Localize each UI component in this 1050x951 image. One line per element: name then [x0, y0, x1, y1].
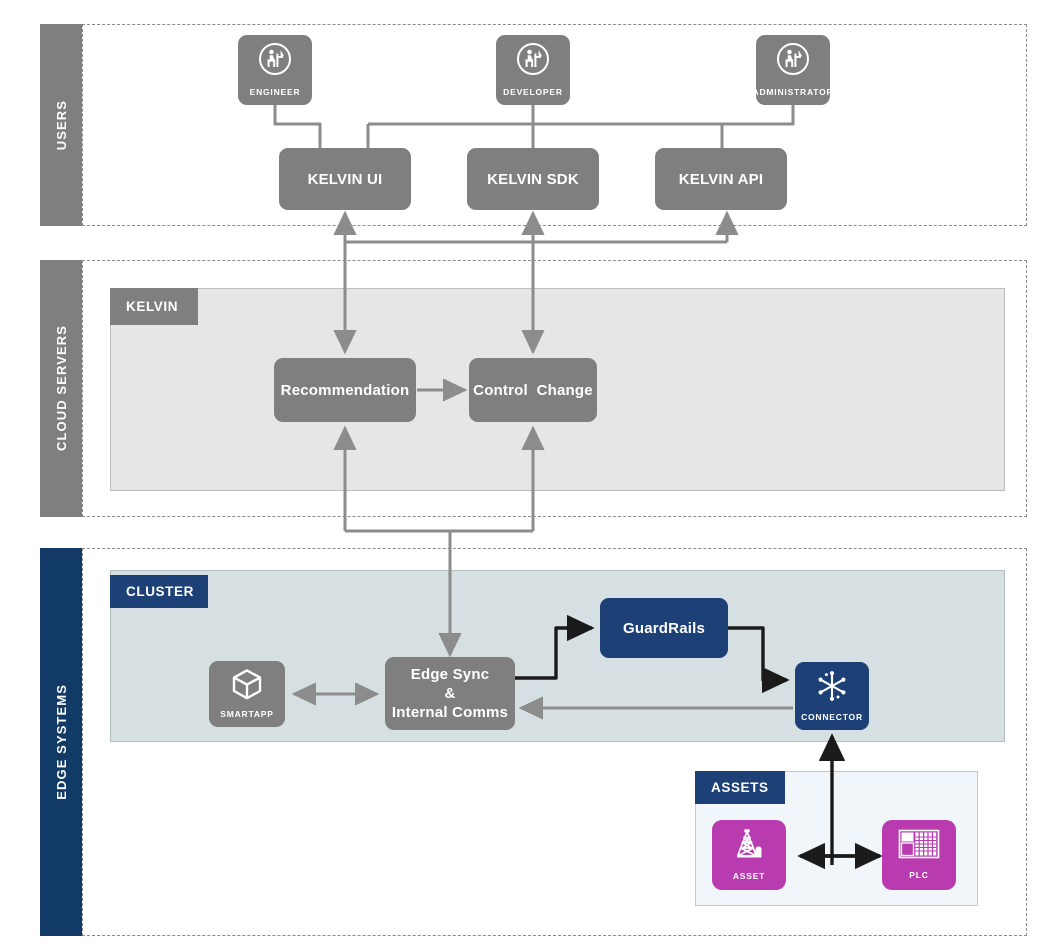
node-label-kelvin-api: KELVIN API	[678, 170, 764, 188]
node-label-edge-sync-line2: &	[444, 685, 456, 702]
node-label-kelvin-ui: KELVIN UI	[307, 170, 383, 188]
person-at-desk-icon	[773, 41, 813, 84]
lane-label-edge-systems: EDGE SYSTEMS	[53, 684, 69, 800]
lane-label-cloud-servers: CLOUD SERVERS	[53, 325, 69, 452]
node-engineer[interactable]: ENGINEER	[238, 35, 312, 105]
node-administrator[interactable]: ADMINISTRATOR	[753, 35, 833, 105]
group-label-cluster: CLUSTER	[126, 584, 194, 599]
lane-label-users: USERS	[53, 99, 69, 151]
node-label-control-change: Control Change	[473, 381, 593, 399]
group-tab-kelvin: KELVIN	[110, 288, 198, 325]
node-label-connector: CONNECTOR	[801, 712, 863, 722]
node-kelvin-ui[interactable]: KELVIN UI	[279, 148, 411, 210]
lane-frame-users	[82, 24, 1027, 226]
node-label-administrator: ADMINISTRATOR	[752, 87, 834, 97]
oil-derrick-icon	[729, 827, 769, 868]
node-label-recommendation: Recommendation	[280, 381, 410, 399]
lane-frame-edge	[82, 548, 1027, 936]
node-label-developer: DEVELOPER	[503, 87, 563, 97]
node-label-kelvin-sdk: KELVIN SDK	[487, 170, 579, 188]
node-label-plc: PLC	[909, 870, 929, 880]
node-asset[interactable]: ASSET	[712, 820, 786, 890]
node-label-edge-sync-line1: Edge Sync	[410, 666, 490, 683]
node-label-engineer: ENGINEER	[249, 87, 301, 97]
lane-bar-users: USERS	[40, 24, 82, 226]
lane-bar-cloud-servers: CLOUD SERVERS	[40, 260, 82, 517]
node-label-guardrails: GuardRails	[622, 619, 706, 637]
node-label-asset: ASSET	[732, 871, 766, 881]
node-plc[interactable]: PLC	[882, 820, 956, 890]
node-label-smartapp: SMARTAPP	[220, 709, 274, 719]
node-developer[interactable]: DEVELOPER	[496, 35, 570, 105]
plc-rack-icon	[897, 828, 941, 867]
hub-star-icon	[813, 668, 851, 709]
lane-bar-edge-systems: EDGE SYSTEMS	[40, 548, 82, 936]
node-label-edge-sync-line3: Internal Comms	[391, 704, 509, 721]
person-at-desk-icon	[513, 41, 553, 84]
node-control-change[interactable]: Control Change	[469, 358, 597, 422]
lane-frame-cloud	[82, 260, 1027, 517]
node-recommendation[interactable]: Recommendation	[274, 358, 416, 422]
group-label-assets: ASSETS	[711, 780, 769, 795]
node-connector[interactable]: CONNECTOR	[795, 662, 869, 730]
group-tab-cluster: CLUSTER	[110, 575, 208, 608]
person-at-desk-icon	[255, 41, 295, 84]
node-edge-sync[interactable]: Edge Sync & Internal Comms	[385, 657, 515, 730]
node-guardrails[interactable]: GuardRails	[600, 598, 728, 658]
node-kelvin-api[interactable]: KELVIN API	[655, 148, 787, 210]
cube-icon	[230, 667, 264, 706]
group-tab-assets: ASSETS	[695, 771, 785, 804]
node-smartapp[interactable]: SMARTAPP	[209, 661, 285, 727]
group-label-kelvin: KELVIN	[126, 299, 179, 314]
node-kelvin-sdk[interactable]: KELVIN SDK	[467, 148, 599, 210]
